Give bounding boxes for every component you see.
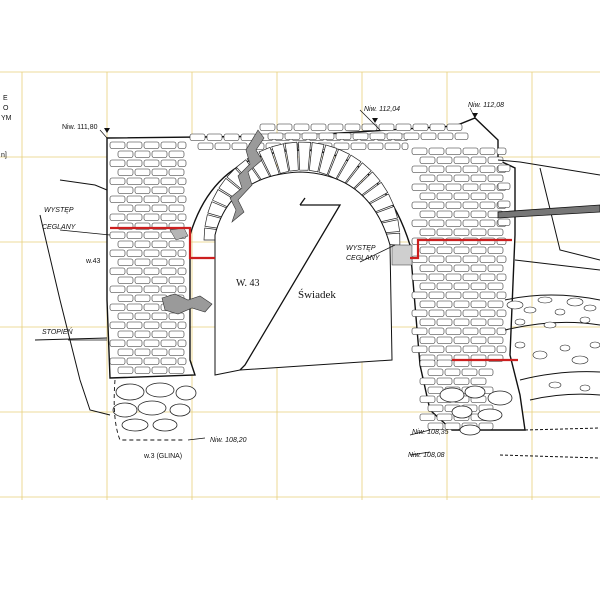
level-bottom-right-2: Niw. 108,08 — [408, 452, 445, 459]
mortar-patch-crack — [229, 129, 265, 223]
label-wystep-left-1: WYSTĘP — [44, 207, 74, 214]
level-top-right: Niw. 112,08 — [468, 102, 504, 109]
terrain-left — [34, 179, 111, 416]
edge-fragment-n: n] — [1, 152, 7, 159]
witness-lines — [239, 197, 342, 371]
edge-fragment-o: O — [3, 105, 9, 112]
rubble-layer — [506, 296, 600, 392]
level-bottom-right-1: Niw. 108,35 — [412, 429, 449, 436]
level-top-mid: Niw. 112,04 — [364, 106, 400, 113]
label-swiadek: Świadek — [298, 289, 336, 301]
level-top-left: Niw. 111,80 — [62, 124, 98, 131]
edge-fragment-e: E — [3, 95, 8, 102]
beam-section — [497, 204, 600, 219]
arch-opening — [214, 171, 393, 376]
label-w43-main: W. 43 — [236, 278, 260, 289]
brick-projection-lines — [110, 226, 518, 362]
label-w3-glina: w.3 (GLINA) — [143, 453, 182, 460]
red-line-right — [410, 238, 512, 260]
arch-voussoirs — [203, 141, 401, 246]
label-stopien: STOPIEŃ — [42, 327, 74, 336]
edge-fragment-ym: YM — [1, 115, 12, 122]
label-w43-small: w.43 — [85, 258, 101, 265]
mortar-patch-left — [161, 293, 213, 315]
red-line-left — [110, 226, 215, 260]
leader-lines — [59, 107, 476, 456]
label-wystep-right-1: WYSTĘP — [346, 245, 376, 252]
label-wystep-right-2: CEGLANY — [346, 255, 381, 262]
terrain-right — [497, 159, 600, 459]
foundation-dashed-outline — [113, 379, 185, 441]
level-bottom-left: Niw. 108,20 — [210, 437, 247, 444]
level-markers — [104, 113, 478, 133]
label-wystep-left-2: CEGLANY — [42, 224, 77, 231]
foundation-stones — [112, 382, 513, 436]
hatched-patch-right — [391, 244, 413, 266]
